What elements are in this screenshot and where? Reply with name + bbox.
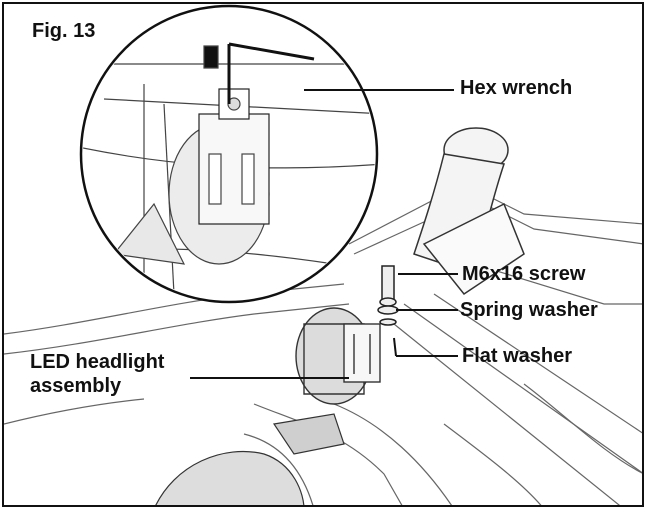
callout-headlight-line2: assembly [30, 375, 122, 397]
tire-drawing [155, 413, 345, 505]
detail-circle [79, 4, 379, 304]
mirror-stalk-drawing [413, 127, 525, 296]
callout-flat-washer: Flat washer [462, 345, 573, 367]
figure-title: Fig. 13 [32, 20, 96, 42]
callout-screw: M6x16 screw [462, 263, 586, 285]
callout-headlight-line1: LED headlight [30, 351, 165, 373]
callout-hex-wrench: Hex wrench [460, 77, 573, 99]
headlight-assembly-drawing [295, 307, 381, 405]
callout-spring-washer: Spring washer [460, 299, 598, 321]
fastener-drawing [377, 265, 399, 326]
line-illustration [4, 4, 642, 505]
callout-leader-lines [190, 89, 458, 379]
